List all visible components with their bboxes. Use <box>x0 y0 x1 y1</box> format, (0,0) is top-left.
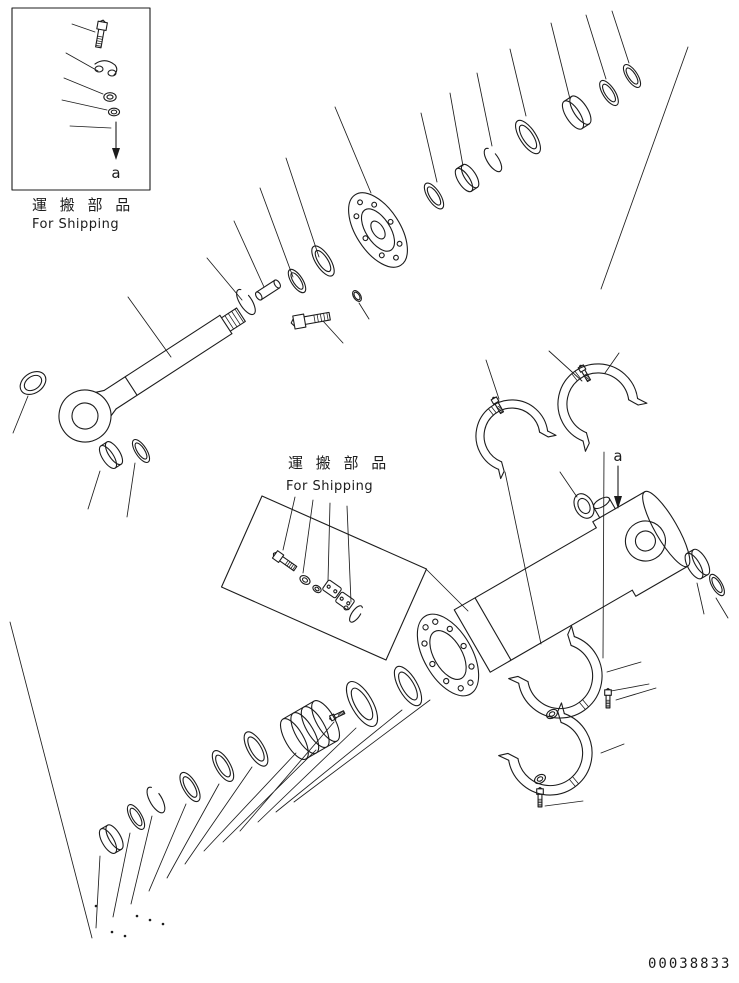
leader-lines-head-eye <box>696 582 729 619</box>
gland-ring <box>339 676 385 732</box>
ref-letter-right: a <box>613 447 622 465</box>
shipping-detail-mid <box>222 496 469 660</box>
piston-parts <box>95 661 428 857</box>
band-washer-1 <box>297 573 313 587</box>
rod-bushing <box>451 161 483 195</box>
rod-seal-ring <box>307 242 339 280</box>
clip-pin <box>344 606 348 610</box>
wear-ring-2 <box>175 769 205 805</box>
collar-ring <box>510 116 546 158</box>
wiper-ring <box>619 61 645 91</box>
piston-seal-ring <box>239 727 273 771</box>
clamp-band-lower-2 <box>497 701 610 813</box>
leader-lines-bands-lower <box>544 661 657 807</box>
band-bolt <box>270 549 299 573</box>
clip-ring <box>346 603 365 625</box>
eye-bushing-head <box>681 546 714 582</box>
cylinder-barrel <box>443 472 698 678</box>
shipping-caption-mid: 運 搬 部 品 For Shipping <box>286 454 390 494</box>
leader-lines-detail-top <box>61 23 112 129</box>
leader-lines-upper <box>12 10 630 518</box>
clamp-bolt-lower-1 <box>604 688 612 709</box>
snap-ring-gland <box>480 145 506 175</box>
ref-letter-top: a <box>111 164 120 182</box>
shipping-caption-mid-en: For Shipping <box>286 479 373 494</box>
wear-ring-1 <box>207 747 239 785</box>
clamp-plate-2 <box>335 591 355 610</box>
shipping-detail-top: a <box>12 8 150 190</box>
gland-bushing <box>558 92 596 133</box>
clamp-washer-lower-2 <box>532 772 548 786</box>
leader-lines-clamps-upper <box>485 350 620 659</box>
boundary-line-right <box>600 46 689 290</box>
shipping-ring-top <box>108 107 120 117</box>
shipping-clamp-top <box>95 61 117 76</box>
shipping-caption-top: 運 搬 部 品 For Shipping <box>32 196 134 232</box>
shipping-caption-top-en: For Shipping <box>32 217 119 232</box>
shipping-washer-top <box>103 92 117 102</box>
rod-eye-seal-ring <box>16 367 50 399</box>
piston-rod <box>49 293 255 452</box>
drawing-number: 00038833 <box>648 956 731 972</box>
mounting-clamps-upper <box>460 347 649 659</box>
eye-ring-head <box>706 571 728 599</box>
piston-bolt <box>328 709 346 722</box>
backup-ring <box>284 266 310 296</box>
gland-flange <box>337 183 420 277</box>
rod-pin <box>254 279 282 301</box>
cylinder-assembly <box>405 472 728 706</box>
mounting-bands-lower <box>497 624 657 813</box>
ref-arrow-top <box>112 122 120 160</box>
clamp-band-upper-1 <box>460 384 558 480</box>
rod-assembly <box>16 61 645 472</box>
eye-bushing-bottom <box>95 821 127 857</box>
clamp-band-upper-2 <box>541 347 649 453</box>
rod-eye-ring <box>128 436 154 466</box>
detail-box-outline-mid <box>222 496 427 660</box>
leader-lines-detail-mid <box>282 496 469 612</box>
boundary-line-left <box>9 621 93 939</box>
buffer-ring <box>420 179 448 213</box>
cushion-ring <box>388 661 428 711</box>
barrel-flange <box>405 604 492 706</box>
dust-seal-ring <box>595 77 623 109</box>
piston <box>275 697 345 764</box>
gland-washer <box>350 288 364 304</box>
leader-lines-lower <box>95 699 431 929</box>
ref-arrow-right: a <box>613 447 623 509</box>
head-seal-ring <box>570 490 598 521</box>
shipping-caption-mid-jp: 運 搬 部 品 <box>288 454 390 472</box>
rod-eye-bushing <box>95 438 127 472</box>
shipping-caption-top-jp: 運 搬 部 品 <box>32 196 134 214</box>
cylinder-port-boss <box>592 495 612 511</box>
shipping-bolt-top <box>93 18 109 49</box>
detail-box-outline-top <box>12 8 150 190</box>
clamp-band-lower-1 <box>507 624 620 736</box>
clamp-bolt-lower-2 <box>536 787 544 808</box>
continuation-dots <box>94 904 165 938</box>
dust-seal-bottom <box>123 801 149 833</box>
gland-bolt <box>289 309 332 331</box>
snap-ring-bottom <box>143 784 169 816</box>
cylinder-bottom-eye <box>618 514 673 569</box>
clamp-plate-1 <box>322 579 342 598</box>
band-washer-2 <box>311 583 323 595</box>
